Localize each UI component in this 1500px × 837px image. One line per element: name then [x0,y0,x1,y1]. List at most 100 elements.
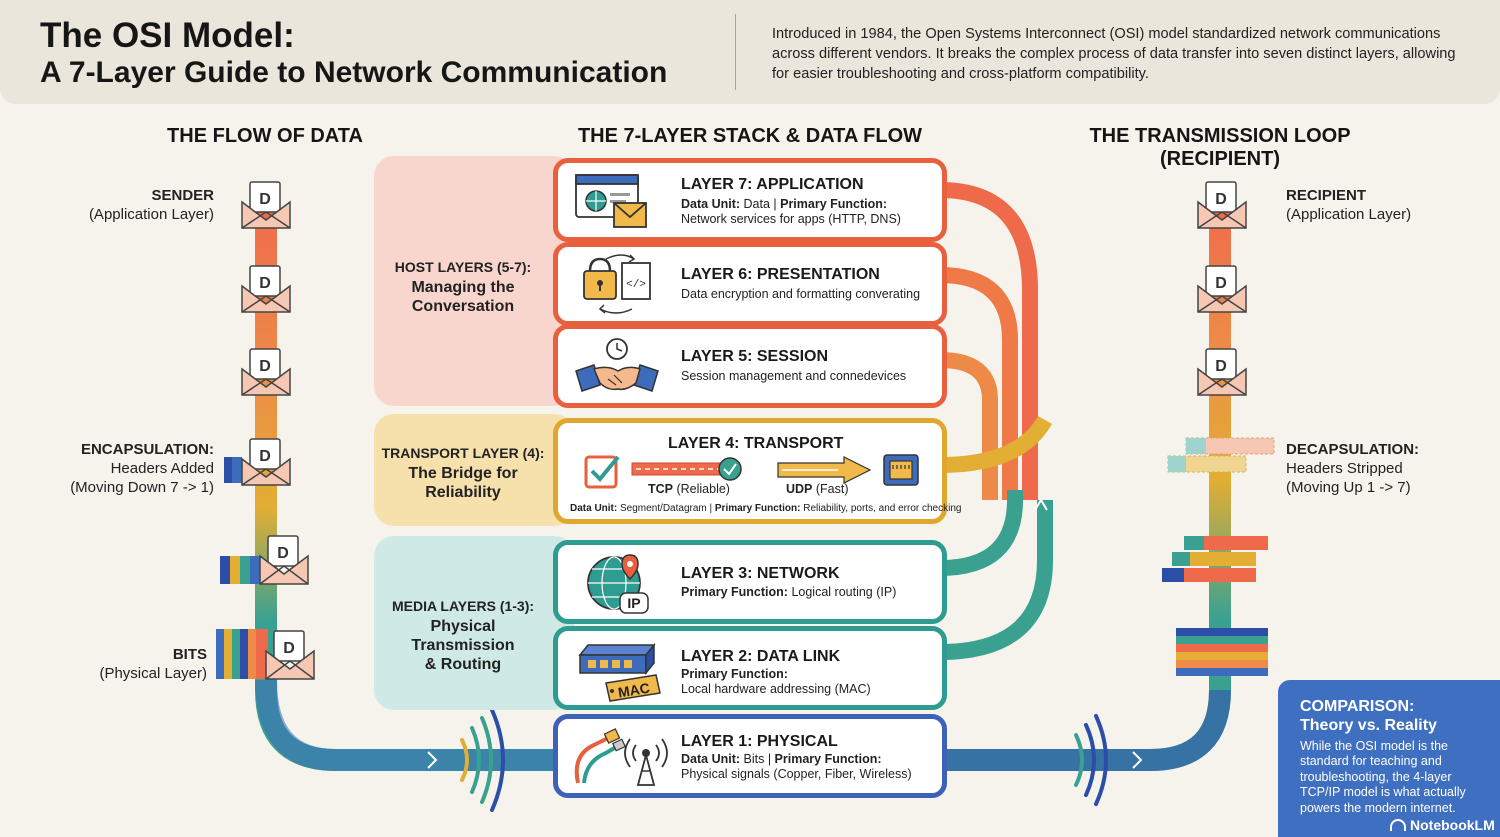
lock-code-icon: </> [576,253,656,324]
media-group-line3: Transmission [411,637,515,654]
envelope-letter: D [259,358,271,375]
udp-arrow-icon [777,456,874,490]
layer-2-line1: Primary Function: [681,667,788,681]
envelope-letter: D [259,448,271,465]
switch-mac-icon: MAC [576,641,666,708]
cables-antenna-icon [572,725,672,796]
transport-group-line3: Reliability [425,484,501,501]
envelope-letter: D [277,545,289,562]
udp-label: UDP (Fast) [786,482,849,496]
intro-text: Introduced in 1984, the Open Systems Int… [772,26,1456,82]
layer-4-title: LAYER 4: TRANSPORT [668,435,844,452]
ip-icon-text: IP [627,595,640,611]
layer-1-line1: Data Unit: Bits | Primary Function: [681,752,882,766]
browser-mail-icon [574,171,650,236]
signal-waves-left-icon [460,708,505,812]
envelope-icon: D [240,347,292,402]
recipient-label: RECIPIENT (Application Layer) [1286,186,1411,224]
layer-loop-pipes [939,182,1053,660]
network-port-icon [882,453,922,494]
header-stack-icon [1160,534,1270,593]
envelope-letter: D [259,275,271,292]
decapsulation-sub1: Headers Stripped [1286,460,1403,477]
envelope-with-header-icon: D [224,437,294,494]
transport-group-line1: TRANSPORT LAYER (4): [381,445,545,461]
host-group-line1: HOST LAYERS (5-7): [394,259,532,275]
tcp-label: TCP (Reliable) [648,482,730,496]
bits-label: BITS (Physical Layer) [99,645,207,683]
encapsulation-sub2: (Moving Down 7 -> 1) [70,479,214,496]
media-group-line4: & Routing [424,656,502,673]
brand-mark-icon [1390,819,1406,831]
tcp-pipe-icon [631,455,744,490]
right-column-title-line1: THE TRANSMISSION LOOP [1089,125,1351,147]
layer-5-title: LAYER 5: SESSION [681,348,829,365]
layer-4-line1: Data Unit: Segment/Datagram | Primary Fu… [570,503,962,514]
host-group-line3: Conversation [411,298,515,315]
layer-1-card[interactable]: LAYER 1: PHYSICAL Data Unit: Bits | Prim… [553,714,947,798]
right-column-title: THE TRANSMISSION LOOP (RECIPIENT) [1070,125,1370,171]
envelope-with-headers-icon: D [220,534,312,593]
header: The OSI Model: A 7-Layer Guide to Networ… [0,0,1500,104]
layer-6-title: LAYER 6: PRESENTATION [681,266,880,283]
layer-6-line1: Data encryption and formatting converati… [681,287,921,301]
media-layers-group [374,536,574,710]
comparison-title: COMPARISON: [1300,698,1415,715]
transport-group-line2: The Bridge for [408,465,518,482]
layer-1-title: LAYER 1: PHYSICAL [681,733,838,750]
encapsulation-title: ENCAPSULATION: [80,441,214,458]
sender-label: SENDER (Application Layer) [89,186,214,224]
recipient-sub: (Application Layer) [1286,206,1412,223]
brand-name: NotebookLM [1410,817,1495,833]
right-column-title-line2: (RECIPIENT) [1160,148,1280,170]
envelope-icon: D [240,180,292,235]
recipient-title: RECIPIENT [1286,187,1367,204]
bits-title: BITS [172,646,207,663]
layer-5-line1: Session management and connedevices [681,369,907,383]
svg-text:</>: </> [626,279,646,291]
page-title: The OSI Model: [40,16,295,55]
bits-envelope-icon: D [214,625,318,688]
decapsulation-title: DECAPSULATION: [1286,441,1420,458]
checkbox-icon [582,451,622,496]
encapsulation-sub1: Headers Added [110,460,214,477]
layer-3-title: LAYER 3: NETWORK [681,565,840,582]
media-group-label: MEDIA LAYERS (1-3): Physical Transmissio… [378,597,548,674]
media-group-line1: MEDIA LAYERS (1-3): [391,598,535,614]
envelope-icon: D [1196,347,1248,402]
layer-4-card[interactable]: LAYER 4: TRANSPORT TCP (Reliable) UDP (F… [553,418,961,524]
signal-waves-right-icon [1074,714,1108,806]
layer-7-line1: Data Unit: Data | Primary Function: [681,197,888,211]
header-divider [735,14,736,90]
layer-7-title: LAYER 7: APPLICATION [681,176,864,193]
decapsulation-label: DECAPSULATION: Headers Stripped (Moving … [1286,440,1419,497]
bits-sub: (Physical Layer) [99,665,207,682]
host-group-line2: Managing the [411,279,515,296]
layer-6-card[interactable]: </> LAYER 6: PRESENTATION Data encryptio… [553,242,947,326]
envelope-letter: D [283,640,295,657]
mac-icon-text: MAC [617,680,651,701]
bits-stack-icon [1174,626,1270,691]
encapsulation-label: ENCAPSULATION: Headers Added (Moving Dow… [70,440,214,497]
comparison-body: While the OSI model is the standard for … [1300,739,1466,815]
sender-title: SENDER [151,187,214,204]
layer-5-card[interactable]: LAYER 5: SESSION Session management and … [553,324,947,408]
handshake-clock-icon [574,335,660,406]
layer-3-card[interactable]: IP LAYER 3: NETWORK Primary Function: Lo… [553,540,947,624]
media-group-line2: Physical [430,618,496,635]
decapsulation-sub2: (Moving Up 1 -> 7) [1286,479,1411,496]
envelope-letter: D [1215,358,1227,375]
page-subtitle: A 7-Layer Guide to Network Communication [40,56,668,89]
transport-group-label: TRANSPORT LAYER (4): The Bridge for Reli… [378,444,548,502]
layer-1-line2: Physical signals (Copper, Fiber, Wireles… [681,767,912,781]
layer-2-card[interactable]: MAC LAYER 2: DATA LINK Primary Function:… [553,626,947,710]
middle-column-title: THE 7-LAYER STACK & DATA FLOW [577,125,923,147]
envelope-letter: D [1215,191,1227,208]
envelope-icon: D [1196,180,1248,235]
globe-ip-icon: IP [582,549,662,624]
layer-7-card[interactable]: LAYER 7: APPLICATION Data Unit: Data | P… [553,158,947,242]
brand-logo: NotebookLM [1390,817,1495,833]
sender-sub: (Application Layer) [88,206,214,223]
layer-2-line2: Local hardware addressing (MAC) [681,682,871,696]
